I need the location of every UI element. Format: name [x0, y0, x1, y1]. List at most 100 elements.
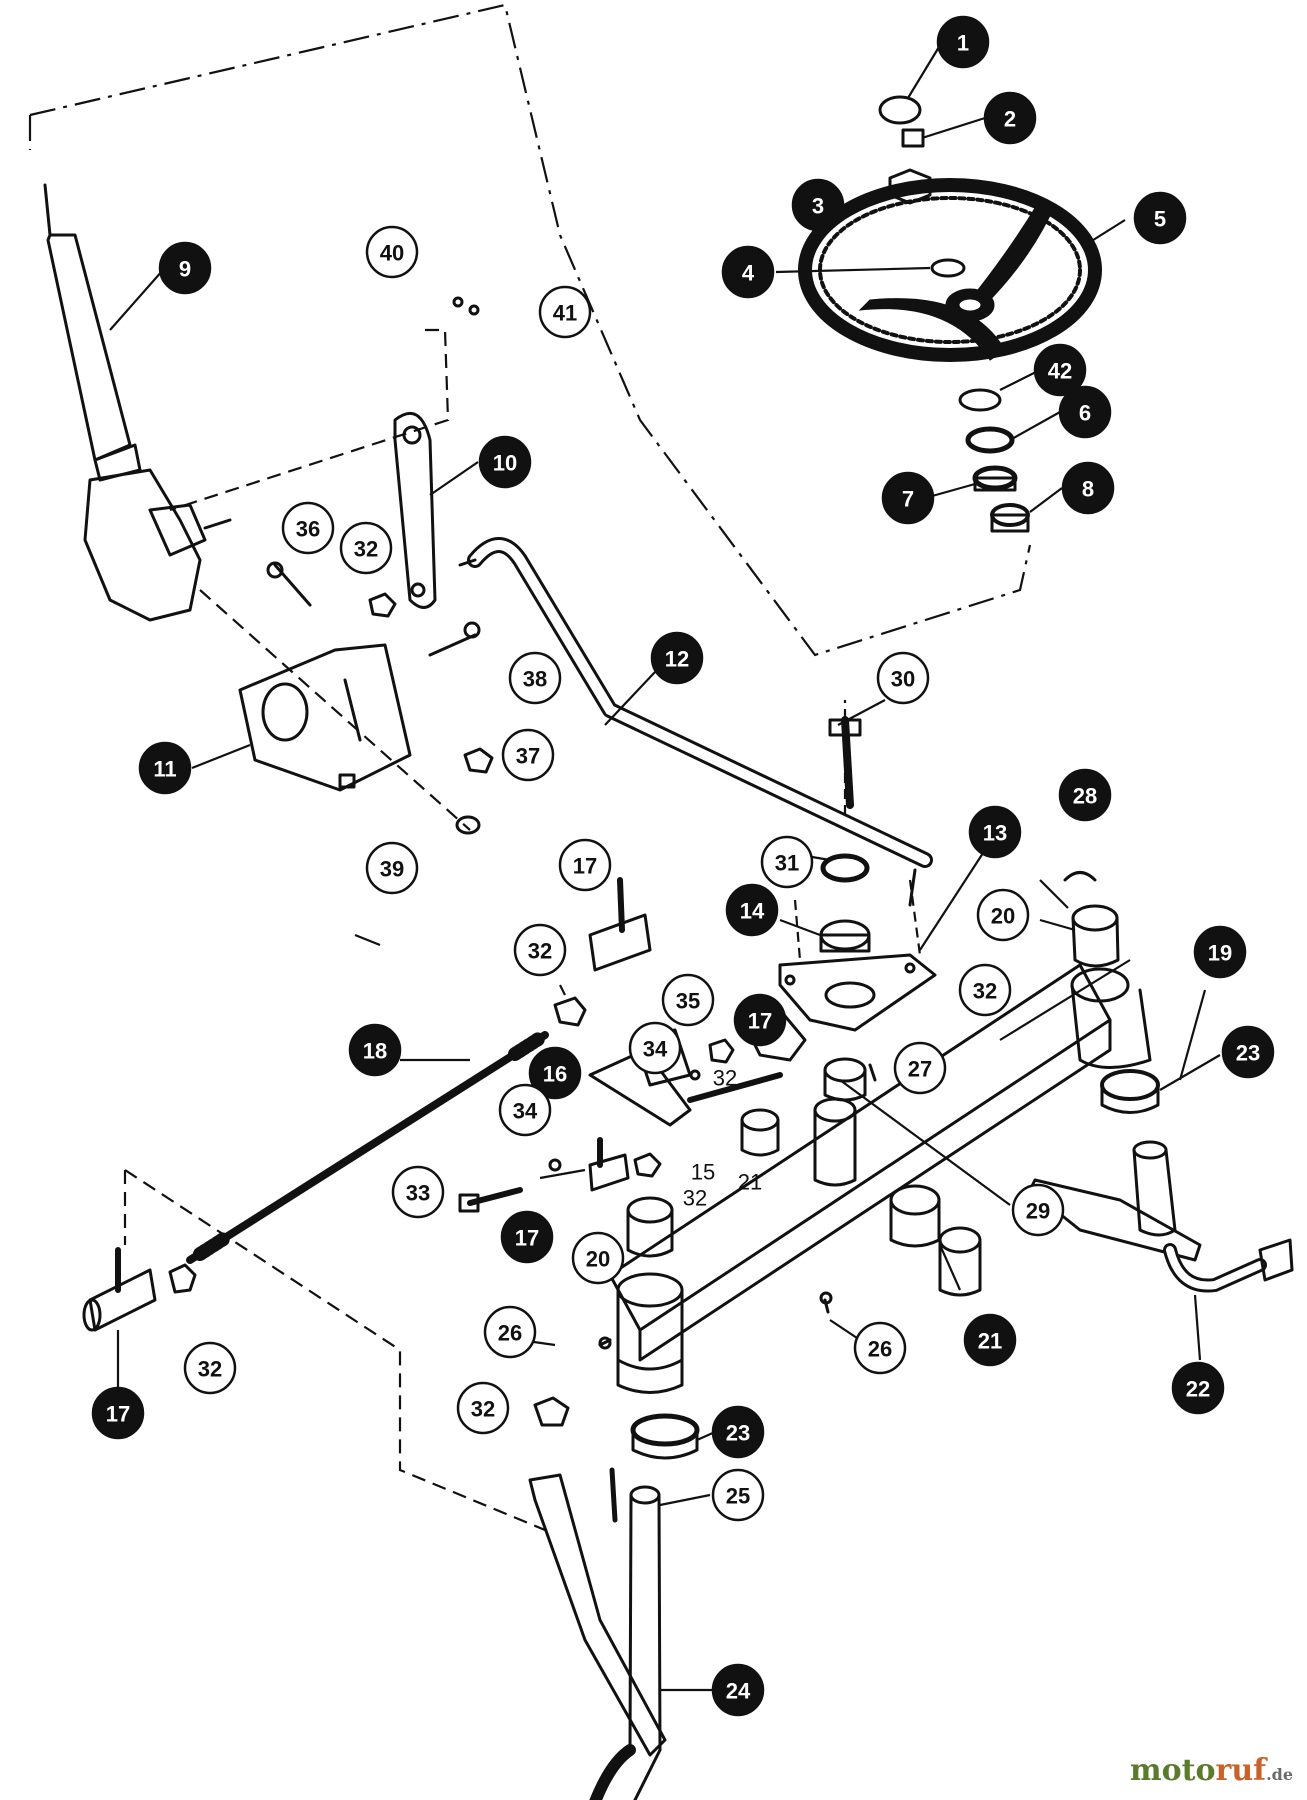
callout-38: 38 [508, 651, 562, 705]
callout-13: 13 [968, 805, 1022, 859]
callout-number: 24 [726, 1679, 751, 1704]
callout-number: 16 [543, 1062, 567, 1087]
callout-number: 8 [1082, 477, 1094, 502]
hub-bolt [901, 128, 925, 148]
callout-circle [1058, 385, 1112, 439]
callout-circle [721, 245, 775, 299]
axle-bushings [626, 871, 1120, 1297]
tie-rod [186, 1031, 549, 1264]
callout-25: 25 [711, 1468, 765, 1522]
callout-23: 23 [711, 1405, 765, 1459]
callout-number: 42 [1048, 359, 1072, 384]
callout-32: 32 [513, 923, 567, 977]
callout-circle [881, 471, 935, 525]
callout-circle [1193, 925, 1247, 979]
callout-circle [983, 91, 1037, 145]
drag-link [458, 537, 933, 907]
callout-number: 32 [198, 1357, 222, 1382]
callout-18: 18 [348, 1023, 402, 1077]
callout-number: 26 [868, 1337, 892, 1362]
part-number-label: 21 [738, 1170, 762, 1195]
callout-number: 1 [957, 31, 969, 56]
callout-circle [1221, 1025, 1275, 1079]
callout-number: 32 [528, 939, 552, 964]
mounting-bracket [238, 643, 412, 792]
callout-number: 21 [978, 1329, 1002, 1354]
callout-2: 2 [983, 91, 1037, 145]
callout-number: 20 [991, 904, 1015, 929]
callout-32: 32 [456, 1381, 510, 1435]
callout-circle [1171, 1361, 1225, 1415]
watermark-accent: ruf [1215, 1753, 1267, 1788]
callout-circle [976, 888, 1030, 942]
callout-number: 34 [513, 1099, 538, 1124]
callout-number: 38 [523, 667, 547, 692]
wheel-spoke [858, 298, 1006, 361]
wheel-rim [798, 178, 1102, 362]
callout-36: 36 [281, 501, 335, 555]
callout-16: 16 [528, 1046, 582, 1100]
steering-column [43, 183, 232, 622]
callout-circle [1133, 191, 1187, 245]
callout-circle [456, 1381, 510, 1435]
callout-number: 23 [1236, 1041, 1260, 1066]
callout-17: 17 [733, 993, 787, 1047]
callout-41: 41 [538, 285, 592, 339]
callout-1: 1 [936, 15, 990, 69]
callout-35: 35 [661, 973, 715, 1027]
callout-34: 34 [628, 1021, 682, 1075]
callout-circle [391, 1165, 445, 1219]
callout-32: 32 [339, 521, 393, 575]
callout-circle [91, 1386, 145, 1440]
callout-circle [791, 178, 845, 232]
callout-number: 17 [515, 1226, 539, 1251]
callout-14: 14 [725, 883, 779, 937]
callout-number: 5 [1154, 207, 1166, 232]
callout-number: 36 [296, 517, 320, 542]
part-number-label: 15 [691, 1160, 715, 1185]
callout-circle [936, 15, 990, 69]
watermark-logo: motoruf.de [1130, 1753, 1293, 1788]
callout-4: 4 [721, 245, 775, 299]
callout-number: 27 [908, 1057, 932, 1082]
callout-number: 18 [363, 1039, 387, 1064]
watermark-tld: .de [1266, 1765, 1293, 1784]
callout-circle [760, 835, 814, 889]
callout-circle [893, 1041, 947, 1095]
callout-circle [339, 521, 393, 575]
callout-circle [571, 1231, 625, 1285]
callout-40: 40 [365, 225, 419, 279]
callout-number: 26 [498, 1321, 522, 1346]
steering-wheel [798, 95, 1102, 533]
callout-circle [853, 1321, 907, 1375]
callout-39: 39 [365, 841, 419, 895]
callout-circle [711, 1405, 765, 1459]
callout-number: 39 [380, 857, 404, 882]
callout-5: 5 [1133, 191, 1187, 245]
callout-19: 19 [1193, 925, 1247, 979]
callout-32: 32 [958, 963, 1012, 1017]
callout-circle [968, 805, 1022, 859]
callout-17: 17 [558, 838, 612, 892]
callout-number: 41 [553, 301, 577, 326]
callout-circle [183, 1341, 237, 1395]
callout-number: 37 [516, 744, 540, 769]
callout-number: 20 [586, 1247, 610, 1272]
callout-22: 22 [1171, 1361, 1225, 1415]
bushing-6 [965, 426, 1015, 454]
callout-circle [513, 923, 567, 977]
bushing-42 [958, 388, 1002, 412]
callout-8: 8 [1061, 461, 1115, 515]
callout-21: 21 [963, 1313, 1017, 1367]
callout-number: 40 [380, 241, 404, 266]
callout-3: 3 [791, 178, 845, 232]
hub-cap [878, 95, 922, 125]
callout-26: 26 [483, 1305, 537, 1359]
callout-number: 32 [973, 979, 997, 1004]
callout-12: 12 [650, 631, 704, 685]
callout-number: 10 [493, 451, 517, 476]
callout-number: 31 [775, 851, 799, 876]
callout-circle [558, 838, 612, 892]
callout-number: 19 [1208, 941, 1232, 966]
